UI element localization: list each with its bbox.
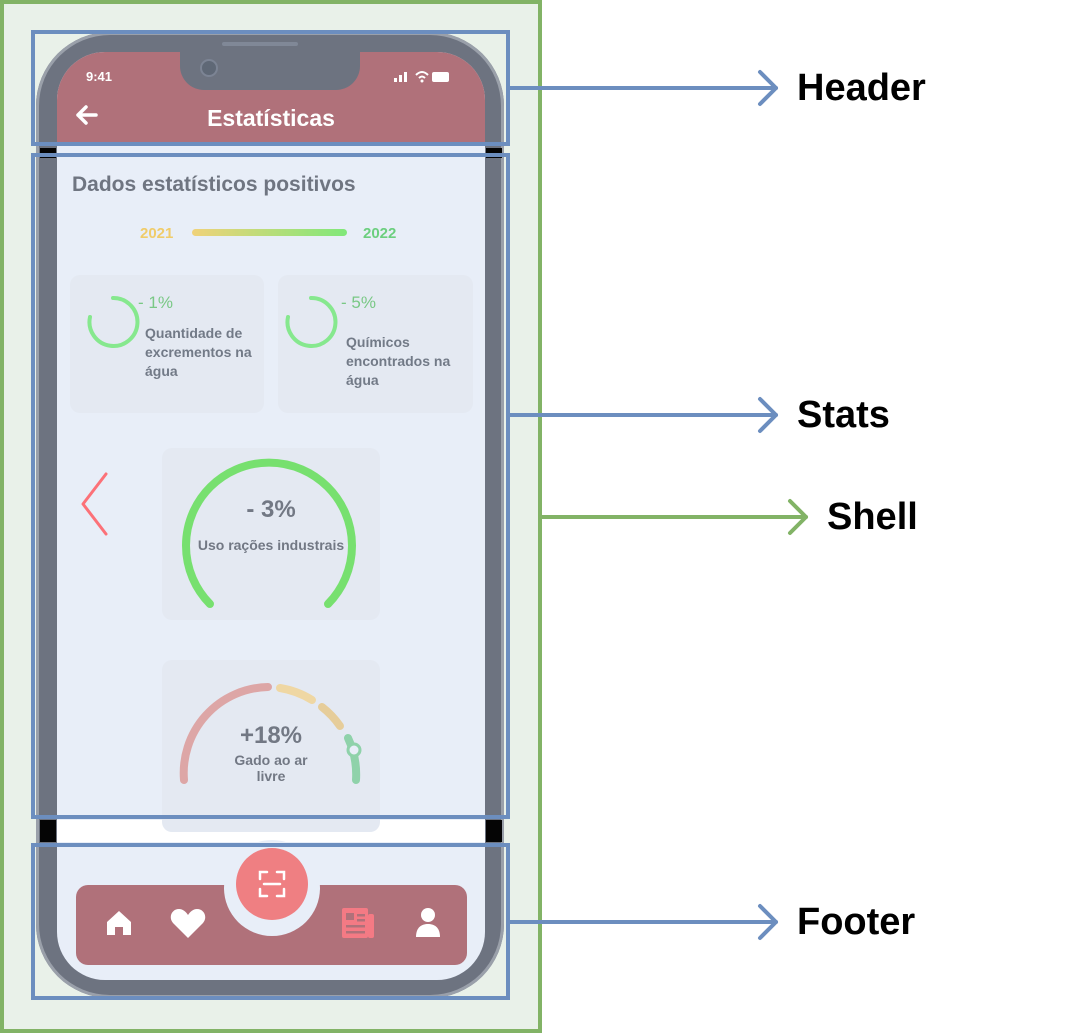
header-title: Estatísticas (207, 105, 335, 131)
heart-icon[interactable] (170, 908, 206, 945)
status-time: 9:41 (86, 69, 113, 84)
footer-region-box (31, 843, 510, 1000)
annotation-shell-label: Shell (827, 496, 918, 538)
segmented-gauge (179, 683, 362, 784)
progress-ring-icon (87, 295, 140, 348)
year-end: 2022 (363, 225, 397, 242)
camera-icon (200, 59, 218, 77)
annotation-stats-label: Stats (797, 394, 890, 436)
year-range-bar[interactable] (192, 229, 347, 236)
gauge-label: Gado ao ar livre (234, 752, 308, 784)
gauge-label: Uso rações industrais (197, 537, 345, 553)
gauge-pct: - 3% (246, 496, 296, 523)
signal-wifi-battery-icon (394, 71, 449, 83)
gauge-pct: +18% (239, 722, 303, 749)
back-arrow-icon[interactable] (76, 104, 98, 132)
annotation-footer-label: Footer (797, 901, 916, 943)
home-icon[interactable] (104, 908, 134, 943)
annotation-header-label: Header (797, 67, 926, 109)
stat-card-pct: - 5% (341, 293, 376, 312)
year-start: 2021 (140, 225, 174, 242)
stat-card[interactable]: - 1% Quantidade de excrementos na água (70, 275, 264, 413)
user-icon[interactable] (414, 906, 442, 943)
stat-card-label: Químicos encontrados na água (346, 334, 451, 388)
status-icons (394, 69, 450, 86)
scan-button[interactable] (236, 848, 308, 920)
stats-section-title: Dados estatísticos positivos (72, 173, 356, 196)
gauge-card[interactable]: - 3% Uso rações industrais (162, 448, 380, 620)
frame-strip (486, 820, 502, 842)
gauge-card[interactable]: +18% Gado ao ar livre (162, 660, 380, 832)
stats-region-box (31, 153, 510, 819)
scan-icon (258, 870, 286, 898)
frame-strip (40, 820, 56, 842)
stat-card-label: Quantidade de excrementos na água (145, 325, 252, 379)
chevron-left-icon[interactable] (78, 470, 112, 543)
news-icon[interactable] (340, 906, 376, 945)
speaker-grille (222, 42, 298, 46)
stat-card-pct: - 1% (138, 293, 173, 312)
gauge-arc (182, 458, 356, 608)
stat-card[interactable]: - 5% Químicos encontrados na água (278, 275, 473, 413)
progress-ring-icon (285, 295, 338, 348)
